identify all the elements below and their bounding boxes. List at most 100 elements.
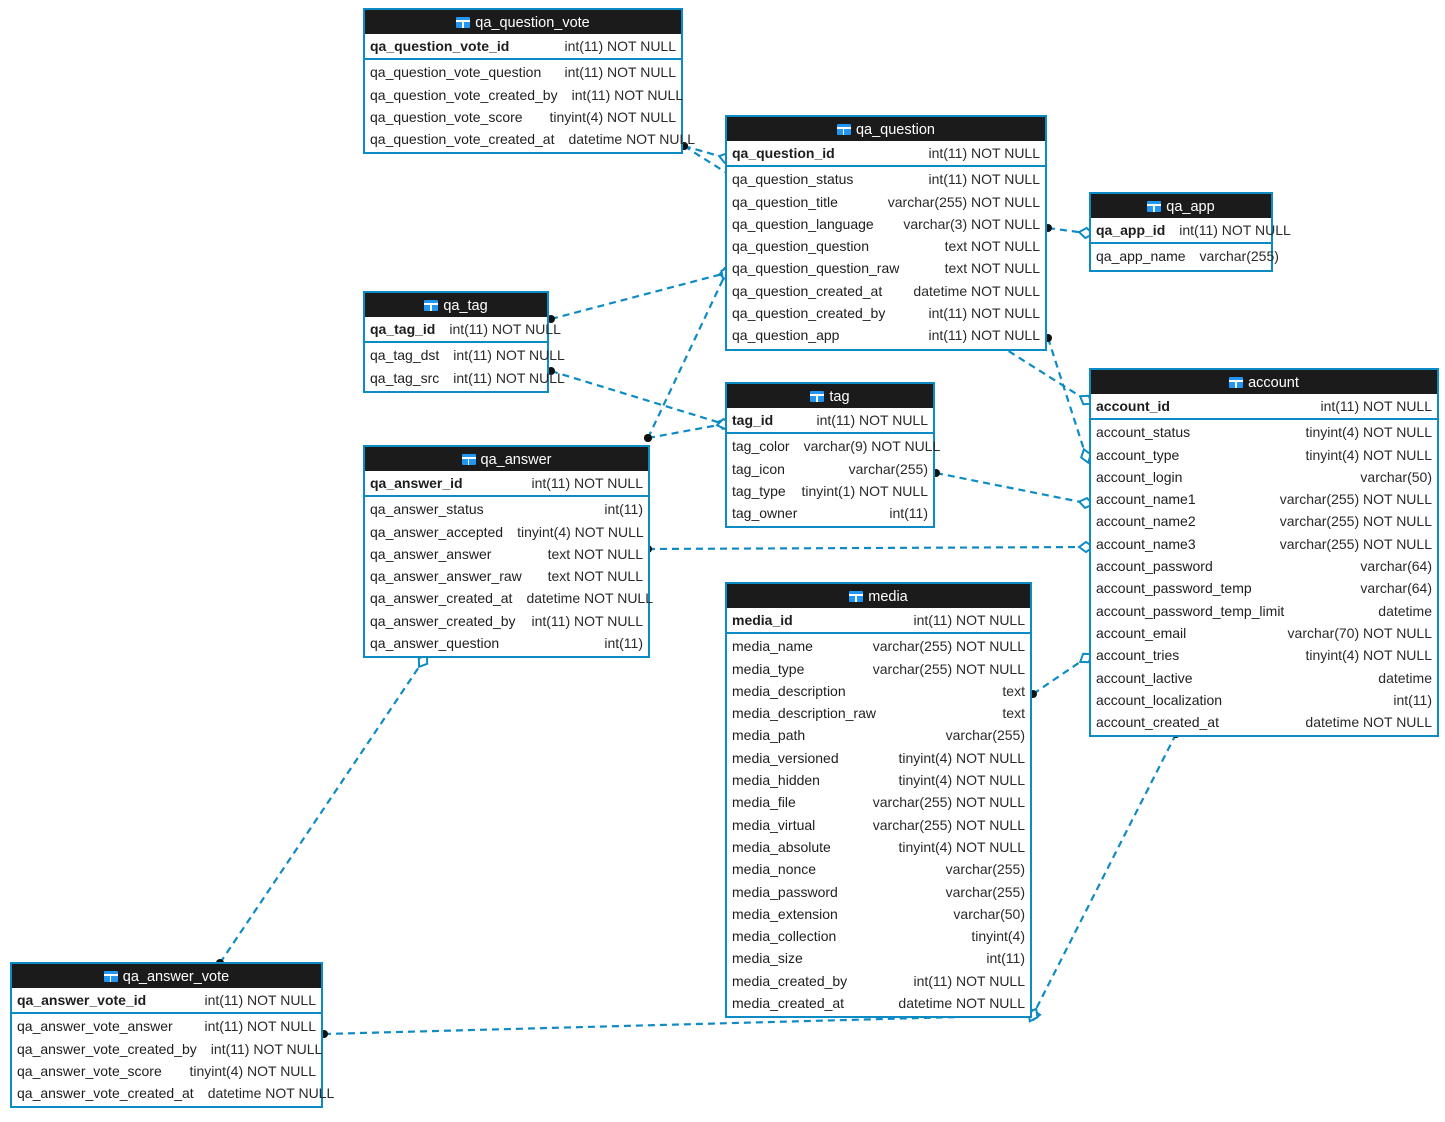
relation-qa_answer-to-account[interactable] — [644, 540, 1095, 554]
entity-header-qa_question[interactable]: qa_question — [725, 115, 1047, 141]
relation-qa_tag-to-tag[interactable] — [547, 367, 733, 431]
relation-qa_tag-to-qa_question[interactable] — [547, 266, 735, 323]
relation-qa_answer_vote-to-qa_answer[interactable] — [216, 652, 431, 967]
relation-account-to-media[interactable] — [1025, 730, 1180, 1024]
relation-qa_answer-to-tag[interactable] — [644, 417, 733, 442]
entity-header-qa_answer_vote[interactable]: qa_answer_vote — [10, 962, 323, 988]
relation-qa_question-to-account[interactable] — [1044, 334, 1093, 465]
relation-tag-to-account[interactable] — [932, 469, 1095, 510]
relation-qa_question-to-qa_app[interactable] — [1044, 224, 1095, 240]
entity-header-qa_app[interactable]: qa_app — [1089, 192, 1273, 218]
relation-media-to-account[interactable] — [1029, 650, 1095, 698]
entity-header-qa_question_vote[interactable]: qa_question_vote — [363, 8, 683, 34]
entity-header-account[interactable]: account — [1089, 368, 1439, 394]
entity-header-qa_tag[interactable]: qa_tag — [363, 291, 549, 317]
column-name: qa_question_vote_created_by — [370, 86, 558, 103]
entity-header-media[interactable]: media — [725, 582, 1032, 608]
relation-qa_answer-to-qa_question[interactable] — [644, 265, 734, 442]
entity-header-tag[interactable]: tag — [725, 382, 935, 408]
entity-header-qa_answer[interactable]: qa_answer — [363, 445, 650, 471]
